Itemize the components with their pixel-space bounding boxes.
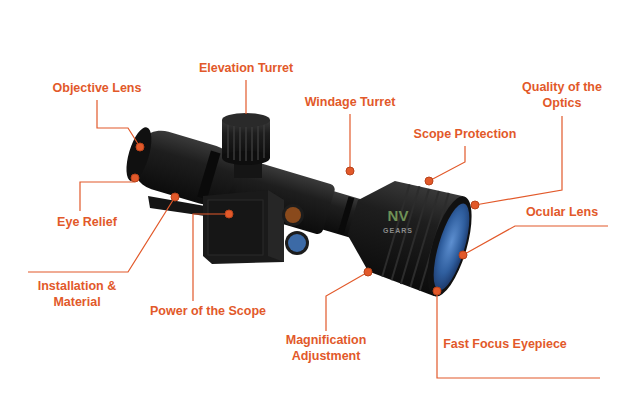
logo-text: GEARS [383, 227, 413, 236]
leader-line [437, 291, 600, 378]
leader-line [80, 178, 135, 211]
leader-dot [136, 143, 144, 151]
windage-knob [338, 197, 355, 235]
part-label: Ocular Lens [526, 205, 598, 221]
leader-line [193, 214, 229, 301]
leader-dot [471, 201, 479, 209]
tube-ring [197, 151, 220, 200]
leader-dot [225, 210, 233, 218]
leader-dots [131, 143, 479, 295]
part-label: Magnification Adjustment [270, 333, 382, 364]
ocular-rim [419, 192, 481, 301]
leader-line [326, 272, 368, 331]
leader-dot [171, 193, 179, 201]
part-label: Objective Lens [53, 81, 142, 97]
leader-dot [346, 167, 354, 175]
leader-dot [131, 174, 139, 182]
part-label: Quality of the Optics [506, 80, 618, 111]
part-label: Eye Relief [57, 215, 117, 231]
leader-line [429, 146, 465, 181]
leader-dot [459, 251, 467, 259]
leader-line [349, 114, 350, 171]
leader-dot [433, 287, 441, 295]
part-label: Scope Protection [414, 127, 517, 143]
elevation-turret [222, 113, 270, 178]
leader-lines [28, 80, 608, 378]
part-label: Power of the Scope [150, 304, 266, 320]
leader-dot [425, 177, 433, 185]
part-label: Installation & Material [25, 279, 129, 310]
leader-line [28, 197, 175, 272]
leader-line [463, 226, 608, 255]
leader-dot [364, 268, 372, 276]
illuminator-box [203, 190, 309, 264]
part-label: Elevation Turret [199, 61, 293, 77]
part-label: Fast Focus Eyepiece [443, 337, 567, 353]
logo-text: NV [388, 207, 409, 226]
leader-line [245, 80, 246, 114]
objective-end [121, 125, 156, 184]
ocular-lens [426, 200, 476, 294]
leader-line [97, 100, 140, 147]
part-label: Windage Turret [305, 95, 396, 111]
